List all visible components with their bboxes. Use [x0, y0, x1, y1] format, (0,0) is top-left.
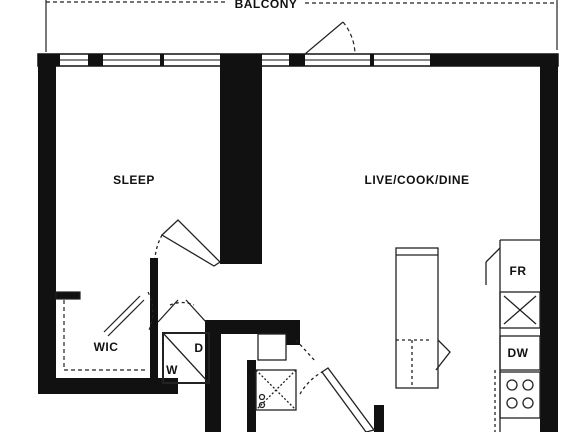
balcony-door — [304, 21, 356, 55]
label-sleep: SLEEP — [113, 173, 155, 187]
kitchen-counter — [485, 239, 541, 432]
walls — [38, 54, 558, 432]
label-live-cook-dine: LIVE/COOK/DINE — [364, 173, 469, 187]
balcony-railing — [45, 0, 558, 52]
wic-shelving — [55, 291, 154, 371]
entry-door — [299, 367, 376, 432]
label-dishwasher: DW — [508, 346, 529, 360]
label-washer: W — [166, 363, 178, 377]
label-fridge: FR — [510, 264, 527, 278]
kitchen-island — [395, 247, 451, 389]
label-wic: WIC — [94, 340, 119, 354]
exterior-wall-top — [37, 53, 559, 67]
laundry-closet — [157, 299, 210, 384]
bedroom-door — [154, 219, 222, 267]
closet-shelves — [255, 333, 317, 411]
label-dryer: D — [194, 341, 203, 355]
label-balcony: BALCONY — [235, 0, 298, 11]
